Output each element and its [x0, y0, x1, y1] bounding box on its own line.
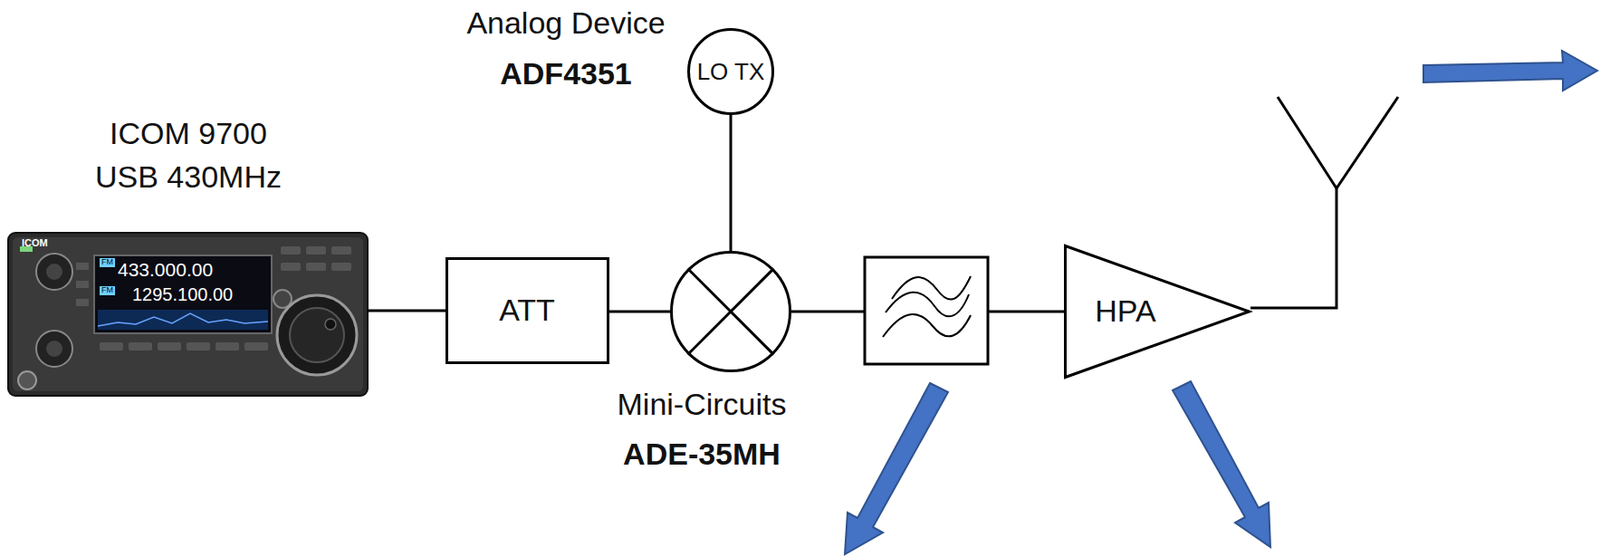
signal-wire — [367, 309, 446, 313]
mixer-circle-outline — [670, 250, 792, 373]
mode-tag: FM — [99, 258, 115, 268]
oscillator-circle: Analog DeviceADF4351LO TX — [687, 28, 775, 115]
brand-logo: ICOM — [21, 237, 48, 249]
amplifier-label: HPA — [1094, 294, 1156, 328]
part-maker: Analog Device — [466, 6, 665, 40]
blue-arrow — [844, 50, 1598, 555]
amplifier-triangle: HPA — [1063, 244, 1251, 379]
frequency-readout: 433.000.00 — [117, 258, 213, 280]
radio-node-outline — [8, 232, 368, 396]
radio-illustration — [8, 232, 368, 396]
part-number: ADE-35MH — [622, 437, 781, 471]
rf-wire — [791, 310, 865, 314]
rf-wire — [987, 310, 1064, 314]
mixer-circle: Mini-CircuitsADE-35MH — [670, 250, 792, 373]
frequency-readout: 1295.100.00 — [132, 284, 233, 305]
bandpass-filter-symbol — [864, 257, 988, 365]
radio-node: ICOM 9700USB 430MHz — [8, 232, 368, 396]
box-label: ATT — [498, 293, 556, 327]
signal-wire — [609, 310, 671, 314]
attenuator-box: ATT — [445, 257, 610, 365]
device-mode: USB 430MHz — [95, 160, 282, 194]
part-number: ADF4351 — [499, 57, 633, 91]
signal-wire — [729, 114, 733, 251]
mode-tag: FM — [99, 286, 115, 296]
device-name: ICOM 9700 — [109, 116, 268, 151]
circle-label: LO TX — [697, 58, 766, 86]
amplifier-triangle-outline — [1063, 244, 1251, 379]
antenna-symbol — [1250, 96, 1399, 308]
part-maker: Mini-Circuits — [617, 387, 787, 422]
